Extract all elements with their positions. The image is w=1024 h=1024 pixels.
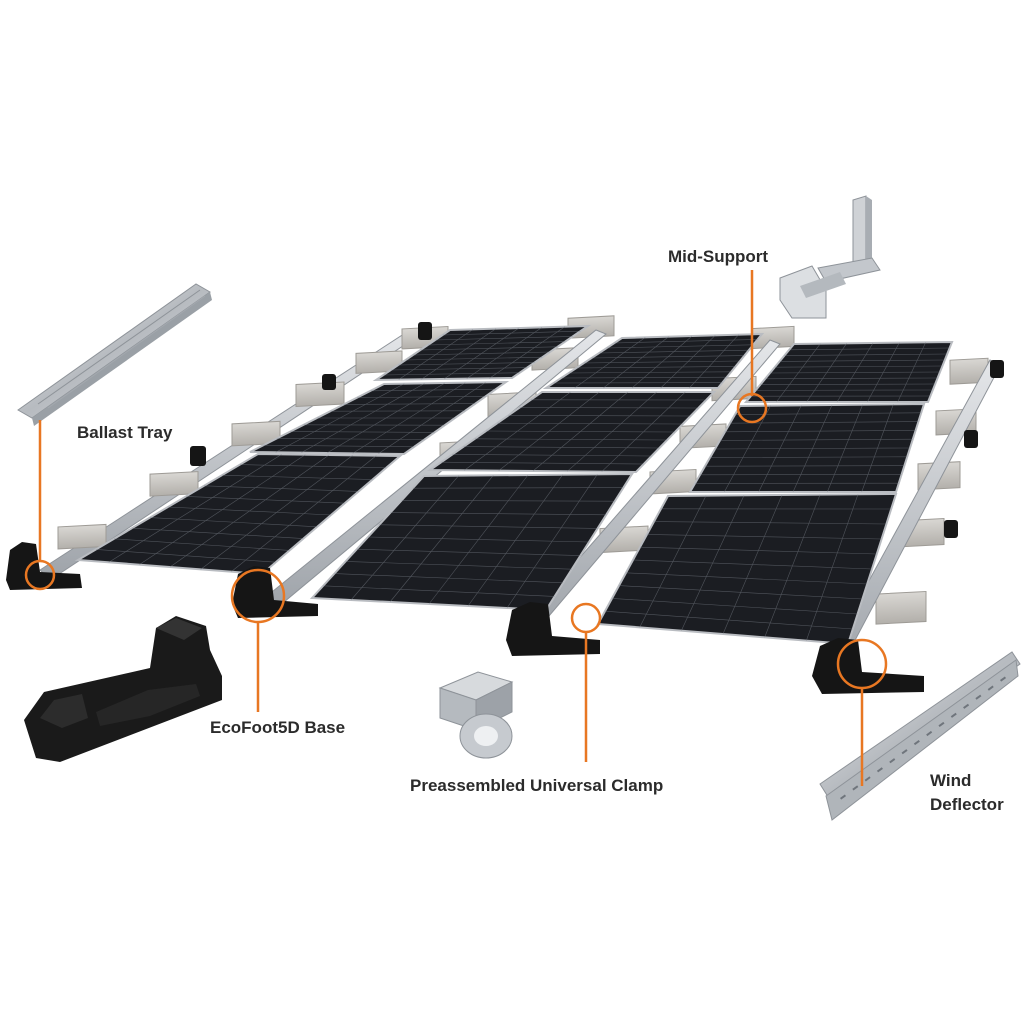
callout-lines: [24, 270, 888, 786]
ecofoot-base-marker: [230, 568, 286, 624]
mid-support-label: Mid-Support: [668, 247, 769, 266]
universal-clamp-icon: [438, 671, 514, 759]
universal-clamp-label: Preassembled Universal Clamp: [410, 776, 664, 795]
solar-panels: [74, 324, 954, 646]
wind-deflector-label-line2: Deflector: [930, 795, 1004, 814]
wind-deflector-label-line1: Wind: [930, 771, 972, 790]
ballast-tray-marker: [24, 559, 56, 591]
ecofoot-base-label: EcoFoot5D Base: [210, 718, 346, 737]
ballast-tray-icon: [17, 283, 212, 426]
ecofoot-base-icon: [24, 616, 222, 762]
mid-support-marker: [736, 392, 768, 424]
panel-cell-grid: [95, 326, 950, 641]
wind-deflector-icon: [819, 651, 1021, 821]
universal-clamp-marker: [570, 602, 602, 634]
ballast-tray-label: Ballast Tray: [77, 423, 173, 442]
wind-deflector-marker: [836, 638, 888, 690]
mid-support-icon: [779, 195, 881, 319]
